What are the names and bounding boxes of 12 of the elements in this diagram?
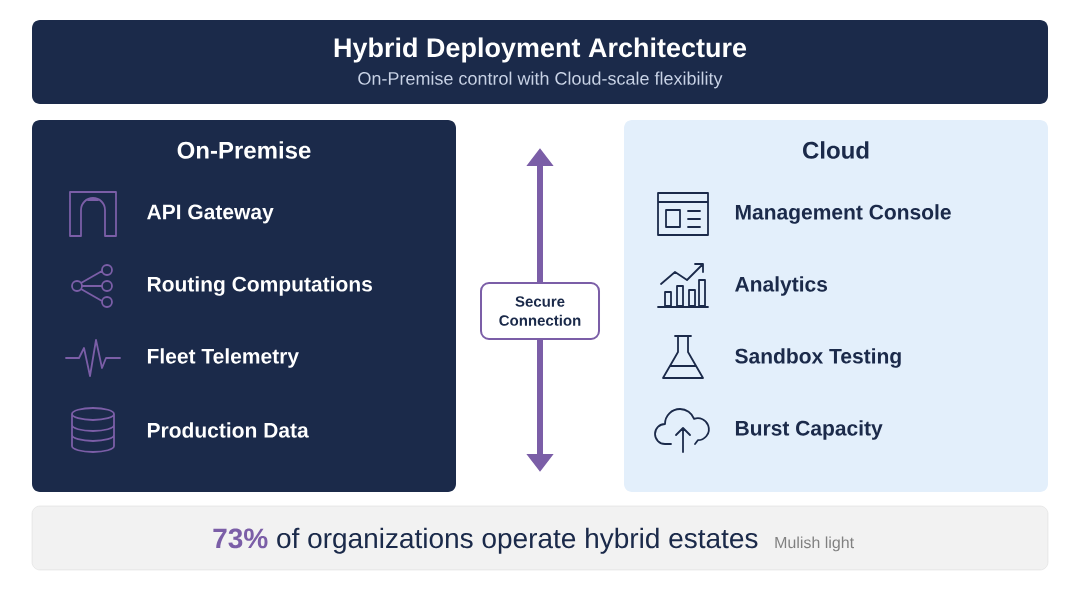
item-label: Burst Capacity [735, 420, 883, 440]
item-label: Management Console [735, 204, 951, 224]
item-label: API Gateway [147, 204, 274, 224]
item-label: Production Data [147, 422, 309, 438]
item-label: Sandbox Testing [735, 348, 901, 368]
subtitle: On-Premise control with Cloud-scale flexibility [358, 71, 723, 89]
title: Hybrid Deployment Architecture [334, 37, 747, 63]
item-label: Routing Computations [147, 276, 372, 296]
item-label: Analytics [735, 276, 828, 296]
stat-banner: 73% of organizations operate hybrid estates Mulish light [31, 505, 1049, 571]
connection-box: Secure Connection [480, 282, 600, 340]
item-label: Fleet Telemetry [147, 348, 299, 368]
